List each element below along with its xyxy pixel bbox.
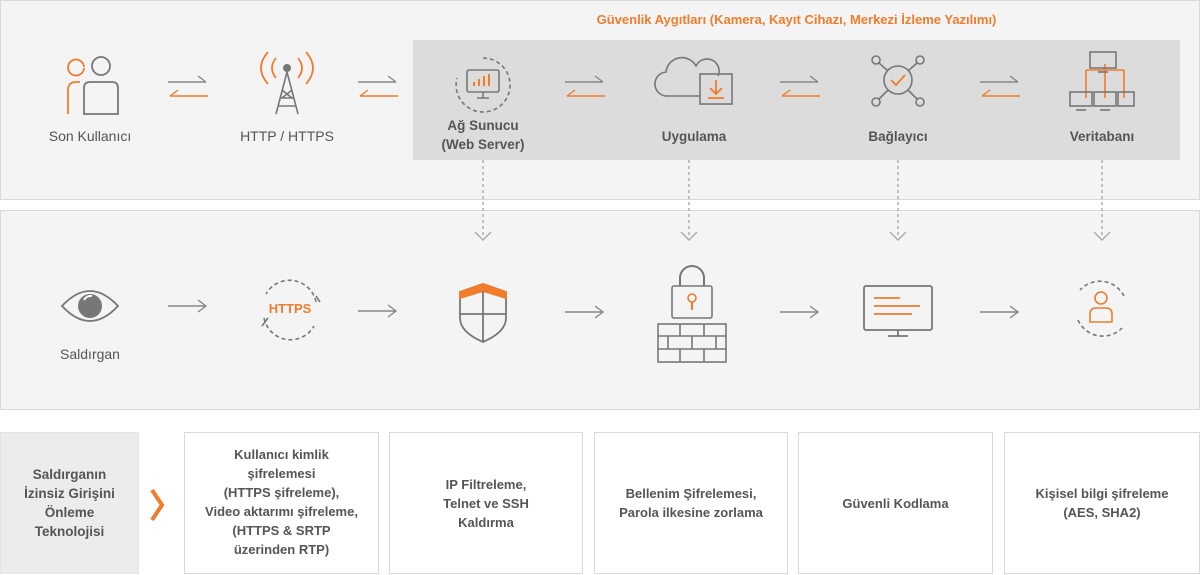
https-icon [261, 279, 321, 341]
database-label: Veritabanı [1069, 129, 1135, 144]
connector-label: Bağlayıcı [868, 129, 928, 144]
end-user-label: Son Kullanıcı [48, 128, 132, 144]
antenna-icon [260, 51, 314, 115]
tech-box-5: Kişisel bilgi şifreleme (AES, SHA2) [1004, 432, 1200, 574]
web-server-label: Ağ Sunucu (Web Server) [441, 118, 525, 152]
eye-icon [60, 290, 120, 322]
bidirectional-arrow-2 [358, 75, 398, 97]
connector-icon [871, 55, 925, 107]
http-label: HTTP / HTTPS [240, 128, 334, 144]
attacker-label: Saldırgan [60, 346, 120, 362]
tech-box-4: Güvenli Kodlama [798, 432, 993, 574]
chevron-right-icon [150, 488, 165, 522]
bidirectional-arrow-4 [780, 75, 820, 97]
prevention-heading: Saldırganın İzinsiz Girişini Önleme Tekn… [0, 432, 139, 574]
tech-box-2: IP Filtreleme, Telnet ve SSH Kaldırma [389, 432, 583, 574]
bidirectional-arrow-1 [168, 75, 208, 97]
tech-box-1: Kullanıcı kimlik şifrelemesi (HTTPS şifr… [184, 432, 379, 574]
shield-icon [459, 283, 507, 343]
monitor-code-icon [863, 285, 933, 337]
cloud-download-icon [654, 56, 733, 105]
application-label: Uygulama [661, 129, 727, 144]
bidirectional-arrow-3 [565, 75, 605, 97]
https-badge: HTTPS [268, 301, 312, 316]
dotted-connectors [474, 160, 1111, 241]
user-protect-icon [1077, 280, 1125, 337]
flow-arrows [168, 299, 1020, 319]
tech-box-3: Bellenim Şifrelemesi, Parola ilkesine zo… [594, 432, 788, 574]
bidirectional-arrow-5 [980, 75, 1020, 97]
database-network-icon [1069, 51, 1135, 111]
section-title: Güvenlik Aygıtları (Kamera, Kayıt Cihazı… [596, 12, 997, 27]
security-devices-area [413, 40, 1180, 160]
firewall-lock-icon [657, 265, 727, 363]
web-server-icon [455, 57, 511, 113]
user-icon [67, 56, 119, 115]
